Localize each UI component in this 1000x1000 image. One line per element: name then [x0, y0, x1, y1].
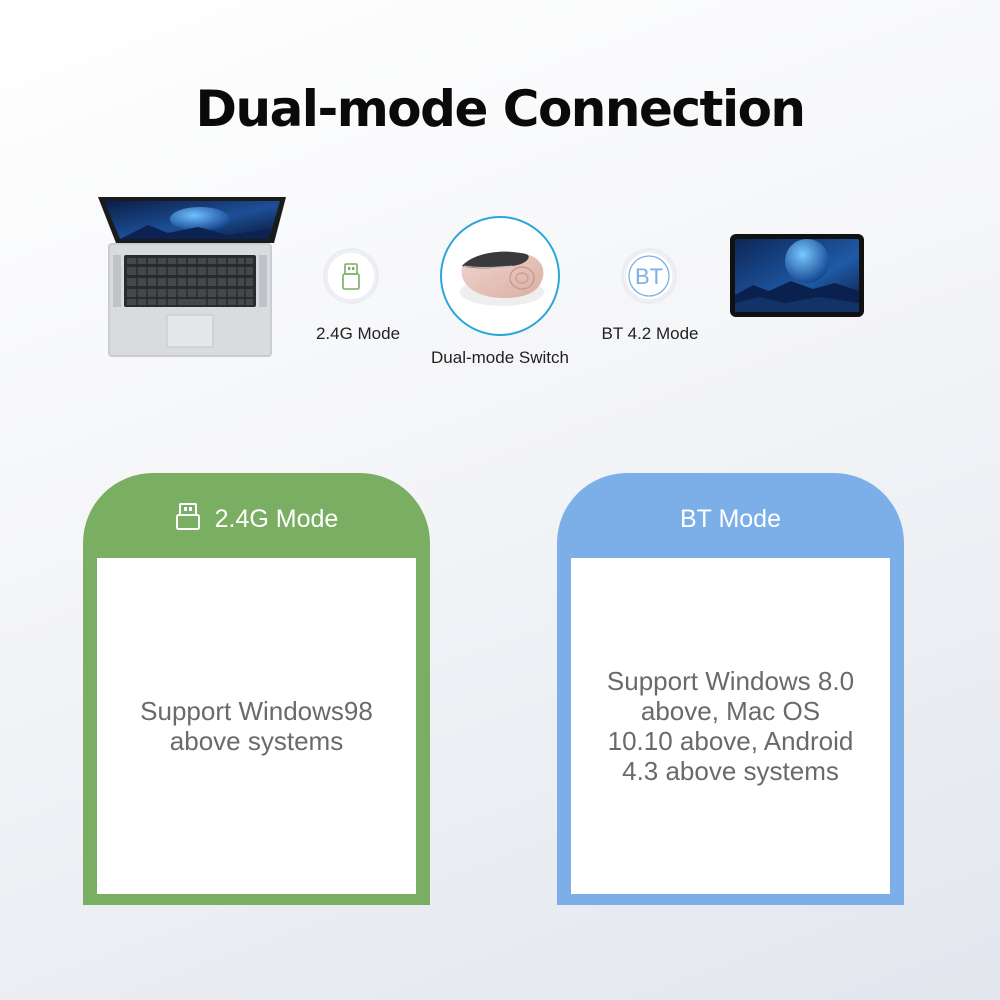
- tablet-icon: [729, 233, 865, 318]
- card-2-4g-title: 2.4G Mode: [214, 504, 339, 533]
- usb-receiver-icon: [326, 251, 376, 301]
- card-2-4g-header: 2.4G Mode: [83, 501, 430, 537]
- card-bt-body: Support Windows 8.0 above, Mac OS 10.10 …: [571, 558, 890, 894]
- card-bt-title: BT Mode: [680, 504, 781, 533]
- card-2-4g-text: Support Windows98 above systems: [140, 696, 373, 756]
- usb-receiver-icon: [175, 501, 201, 538]
- card-2-4g-body: Support Windows98 above systems: [97, 558, 416, 894]
- laptop-icon: [88, 195, 292, 359]
- bluetooth-icon: BT: [624, 251, 674, 301]
- svg-text:BT: BT: [635, 264, 663, 289]
- card-bt-mode: BT Mode Support Windows 8.0 above, Mac O…: [557, 473, 904, 905]
- card-bt-header: BT Mode: [557, 501, 904, 537]
- card-2-4g-mode: 2.4G Mode Support Windows98 above system…: [83, 473, 430, 905]
- mouse-icon: [440, 216, 560, 336]
- card-bt-text: Support Windows 8.0 above, Mac OS 10.10 …: [606, 666, 855, 786]
- mode-label-2-4g: 2.4G Mode: [315, 324, 401, 343]
- mode-label-bt: BT 4.2 Mode: [601, 324, 699, 343]
- page-title: Dual-mode Connection: [195, 80, 806, 138]
- mode-label-switch: Dual-mode Switch: [431, 348, 569, 367]
